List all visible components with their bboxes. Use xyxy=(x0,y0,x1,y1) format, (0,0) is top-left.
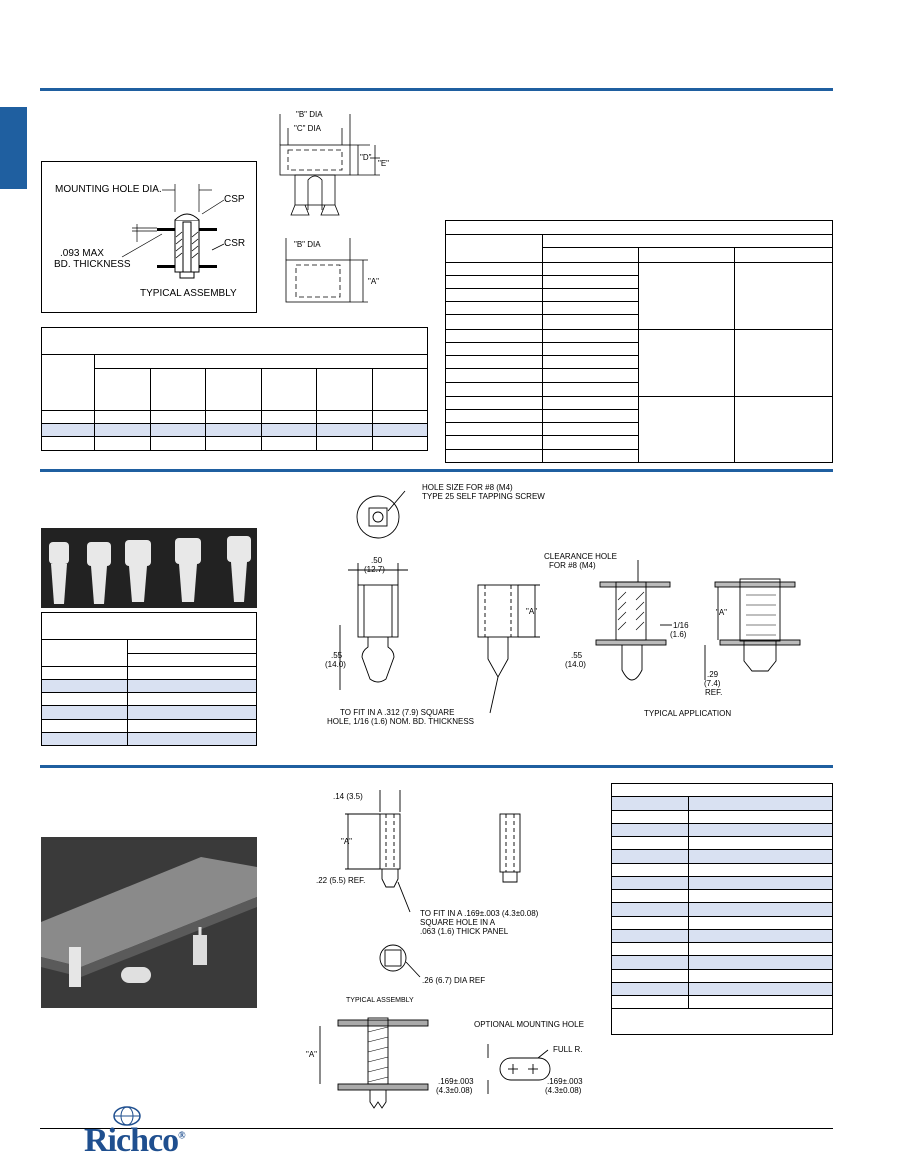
dim-116-mm: (1.6) xyxy=(670,630,687,639)
optional-mounting-hole: OPTIONAL MOUNTING HOLE xyxy=(474,1020,584,1029)
dim-26: .26 (6.7) DIA REF xyxy=(422,976,486,985)
product-photo-spacers xyxy=(41,528,257,608)
section2-a-label-2: "A" xyxy=(716,608,728,617)
dim-55b-mm: (14.0) xyxy=(565,660,586,669)
svg-text:"A": "A" xyxy=(368,277,379,286)
dim-169-right-mm: (4.3±0.08) xyxy=(545,1086,582,1095)
dim-29: .29 xyxy=(707,670,719,679)
section-tab xyxy=(0,107,27,189)
svg-text:"B" DIA: "B" DIA xyxy=(296,110,323,119)
section3-a-label: "A" xyxy=(341,837,353,846)
ref-label: REF. xyxy=(705,688,723,697)
clearance-line2: FOR #8 (M4) xyxy=(549,561,596,570)
dim-169-left-mm: (4.3±0.08) xyxy=(436,1086,473,1095)
fit-line2: HOLE, 1/16 (1.6) NOM. BD. THICKNESS xyxy=(327,717,475,726)
svg-text:"B" DIA: "B" DIA xyxy=(294,240,321,249)
svg-text:"C" DIA: "C" DIA xyxy=(294,124,322,133)
dim-116: 1/16 xyxy=(673,621,689,630)
spec-table-section1 xyxy=(41,327,428,451)
section2-a-label: "A" xyxy=(526,607,538,616)
typical-application-label: TYPICAL APPLICATION xyxy=(644,709,732,718)
spec-table-section3 xyxy=(611,782,833,1035)
globe-icon xyxy=(113,1106,141,1126)
section3-fit-line1: TO FIT IN A .169±.003 (4.3±0.08) xyxy=(420,909,539,918)
dim-169-right: .169±.003 xyxy=(547,1077,583,1086)
dim-14: .14 (3.5) xyxy=(333,792,363,801)
section-rule-bottom xyxy=(40,765,833,768)
full-r-label: FULL R. xyxy=(553,1045,583,1054)
typical-assembly-drawing xyxy=(121,184,225,279)
bd-thickness-label: BD. THICKNESS xyxy=(54,259,131,270)
csr-label: CSR xyxy=(224,238,246,249)
section3-drawings xyxy=(319,790,551,1109)
section-rule-middle xyxy=(40,469,833,472)
csp-label: CSP xyxy=(224,194,245,205)
section-rule-top xyxy=(40,88,833,91)
spacer-dimension-drawing: "B" DIA "C" DIA "D" "E" "B" DIA "A" xyxy=(279,110,389,303)
section3-fit-line2: SQUARE HOLE IN A xyxy=(420,918,496,927)
spec-table-section1-right xyxy=(445,219,833,464)
dim-55-mm: (14.0) xyxy=(325,660,346,669)
logo-text: Richco xyxy=(84,1122,179,1159)
section2-drawings xyxy=(339,490,801,714)
svg-text:"D": "D" xyxy=(360,153,372,162)
dim-55: .55 xyxy=(331,651,343,660)
svg-text:"E": "E" xyxy=(378,159,389,168)
max-thickness-label: .093 MAX xyxy=(60,248,104,259)
hole-size-line1: HOLE SIZE FOR #8 (M4) xyxy=(422,483,513,492)
dim-50: .50 xyxy=(371,556,383,565)
dim-50-mm: (12.7) xyxy=(364,565,385,574)
footer-rule xyxy=(40,1128,833,1129)
mounting-hole-dia-label: MOUNTING HOLE DIA. xyxy=(55,184,162,195)
section3-fit-line3: .063 (1.6) THICK PANEL xyxy=(420,927,509,936)
dim-22: .22 (5.5) REF. xyxy=(316,876,366,885)
section3-typical-assembly: TYPICAL ASSEMBLY xyxy=(346,997,414,1004)
spacers-photo-art xyxy=(49,536,251,604)
product-photo-pcb xyxy=(41,837,257,1008)
typical-assembly-box: MOUNTING HOLE DIA. CSP .093 MAX BD. THIC… xyxy=(41,161,257,313)
spec-table-section2 xyxy=(41,611,257,747)
logo-registered-mark: ® xyxy=(178,1130,186,1142)
dim-29-mm: (7.4) xyxy=(704,679,721,688)
richco-logo: Richco® xyxy=(84,1122,186,1160)
clearance-line1: CLEARANCE HOLE xyxy=(544,552,617,561)
pcb-photo-art xyxy=(41,857,257,987)
dim-169-left: .169±.003 xyxy=(438,1077,474,1086)
hole-size-line2: TYPE 25 SELF TAPPING SCREW xyxy=(422,492,545,501)
typical-assembly-label: TYPICAL ASSEMBLY xyxy=(140,288,237,299)
dim-55b: .55 xyxy=(571,651,583,660)
section3-a-label-2: "A" xyxy=(306,1050,318,1059)
fit-line1: TO FIT IN A .312 (7.9) SQUARE xyxy=(340,708,455,717)
